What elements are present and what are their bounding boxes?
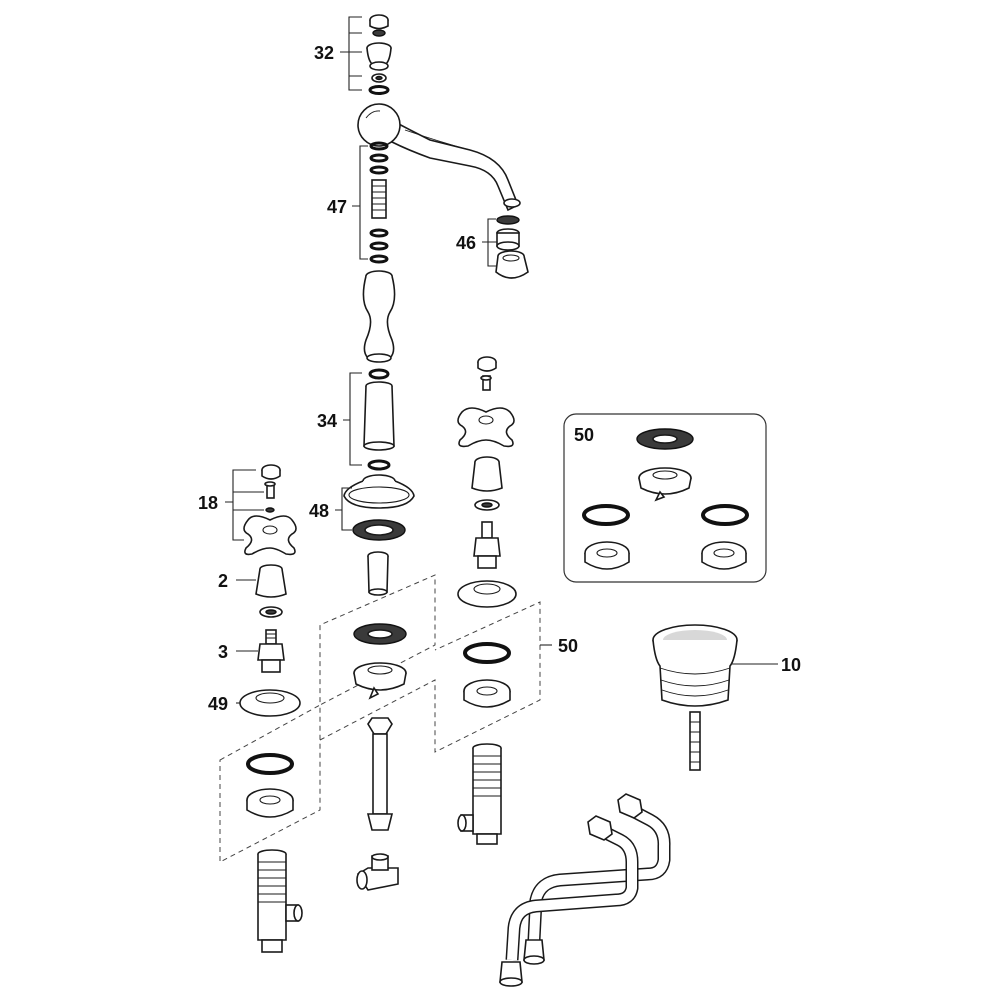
callout-10: 10	[781, 655, 801, 675]
callout-34: 34	[317, 411, 337, 431]
spout	[357, 103, 521, 212]
callout-50-inset: 50	[574, 425, 594, 445]
callout-48: 48	[309, 501, 329, 521]
main-column-body	[362, 270, 396, 363]
part-3: 3	[218, 606, 285, 673]
inset-box-50: 50	[563, 413, 767, 583]
callout-32: 32	[314, 43, 334, 63]
right-valve-assembly: 50	[457, 356, 578, 845]
callout-2: 2	[218, 571, 228, 591]
callout-18: 18	[198, 493, 218, 513]
part-49: 49	[208, 689, 301, 717]
part-group-48: 48	[309, 474, 415, 596]
part-10: 10	[652, 624, 801, 771]
part-2: 2	[218, 564, 287, 598]
callout-46: 46	[456, 233, 476, 253]
part-group-46: 46	[456, 215, 529, 279]
part-group-18: 18	[198, 464, 297, 556]
dashed-assembly-outlines	[219, 574, 541, 863]
center-lower-assembly	[353, 623, 407, 891]
callout-50: 50	[558, 636, 578, 656]
supply-hoses	[499, 793, 671, 987]
callout-3: 3	[218, 642, 228, 662]
part-group-47: 47	[327, 141, 389, 264]
part-group-34: 34	[317, 368, 395, 471]
left-lower-assembly	[246, 753, 303, 953]
callout-49: 49	[208, 694, 228, 714]
callout-47: 47	[327, 197, 347, 217]
part-group-32: 32	[314, 14, 392, 95]
